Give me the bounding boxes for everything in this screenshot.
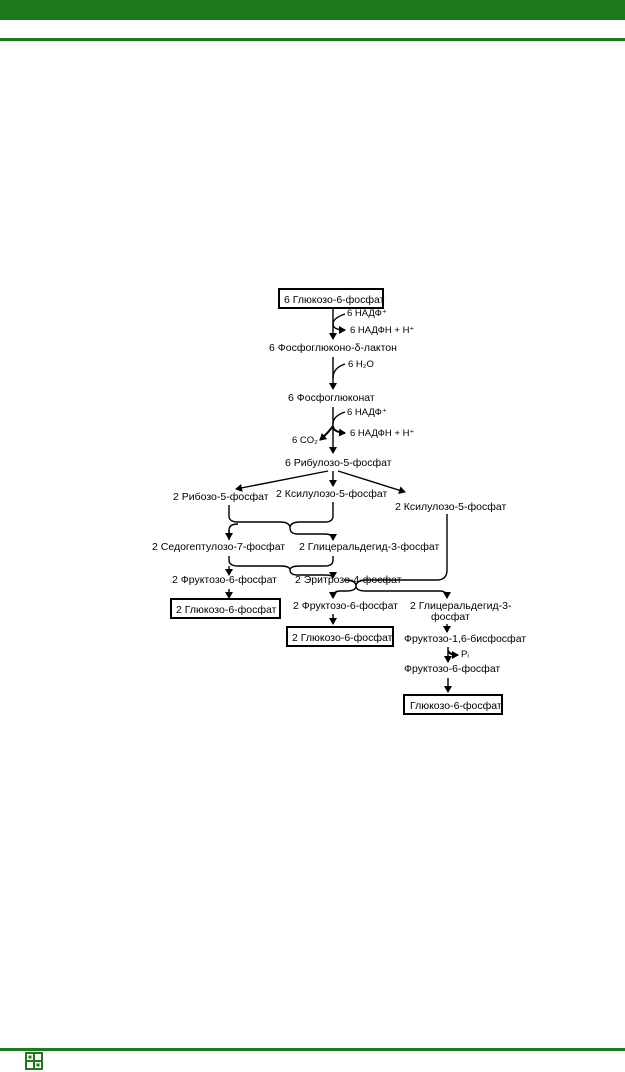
footer-rule xyxy=(0,1048,625,1051)
header-rule xyxy=(0,38,625,41)
arrow-co2 xyxy=(319,425,334,441)
arrow-pi xyxy=(447,650,459,659)
box-glucose6p-1 xyxy=(403,694,503,715)
arrow-nadp-in xyxy=(332,411,346,425)
junction-tk1-top xyxy=(228,502,334,529)
label-nadph-6b: 6 НАДФН + H⁺ xyxy=(350,428,414,439)
label-nadph-6a: 6 НАДФН + H⁺ xyxy=(350,325,414,336)
box-glucose6p-2a xyxy=(170,598,281,619)
label-pi: Pᵢ xyxy=(461,649,469,660)
arrow-to-glyceraldehyde-b xyxy=(355,585,451,599)
label-lactone: 6 Фосфоглюконо-δ-лактон xyxy=(269,342,397,354)
arrow-nadph-out xyxy=(332,425,346,437)
label-fructose-b: 2 Фруктозо-6-фосфат xyxy=(293,600,398,612)
label-co2: 6 CO₂ xyxy=(292,435,318,446)
label-sedo: 2 Седогептулозо-7-фосфат xyxy=(152,541,285,553)
arrow-to-ribose xyxy=(235,470,329,492)
line-xylulose-b-down xyxy=(368,514,448,581)
arrow-to-fructose-b xyxy=(329,585,357,599)
label-ribose: 2 Рибозо-5-фосфат xyxy=(173,491,269,503)
box-glucose6p-6 xyxy=(278,288,384,309)
label-gluconate: 6 Фосфоглюконат xyxy=(288,392,375,404)
logo-icon xyxy=(25,1052,43,1070)
label-fbp: Фруктозо-1,6-бисфосфат xyxy=(404,633,526,645)
arrow-to-glyceraldehyde-a xyxy=(289,527,337,541)
label-f6p: Фруктозо-6-фосфат xyxy=(404,663,500,675)
junction-ta-top xyxy=(228,556,334,571)
label-ribulose: 6 Рибулозо-5-фосфат xyxy=(285,457,392,469)
label-fructose-a: 2 Фруктозо-6-фосфат xyxy=(172,574,277,586)
label-glucose6p-2a: 2 Глюкозо-6-фосфат xyxy=(176,604,277,616)
label-glucose6p-6: 6 Глюкозо-6-фосфат xyxy=(284,294,385,306)
arrow-water xyxy=(332,363,346,379)
arrow-to-erythrose xyxy=(289,569,337,579)
label-nadp-6b: 6 НАДФ⁺ xyxy=(347,407,387,418)
label-nadp-6: 6 НАДФ⁺ xyxy=(347,308,387,319)
label-water: 6 H₂O xyxy=(348,359,374,370)
label-xylulose-a: 2 Ксилулозо-5-фосфат xyxy=(276,488,387,500)
label-glyceraldehyde-b2: фосфат xyxy=(431,611,470,623)
label-glyceraldehyde-a: 2 Глицеральдегид-3-фосфат xyxy=(299,541,439,553)
header-band xyxy=(0,0,625,20)
label-xylulose-b: 2 Ксилулозо-5-фосфат xyxy=(395,501,506,513)
arrow-cofactor1 xyxy=(332,313,346,334)
label-glucose6p-2b: 2 Глюкозо-6-фосфат xyxy=(292,632,393,644)
junction-tk1-left xyxy=(228,523,239,540)
label-glucose6p-1: Глюкозо-6-фосфат xyxy=(410,700,502,712)
box-glucose6p-2b xyxy=(286,626,394,647)
label-glyceraldehyde-b1: 2 Глицеральдегид-3- xyxy=(410,600,512,612)
arrow-to-xylulose-b xyxy=(337,470,406,495)
